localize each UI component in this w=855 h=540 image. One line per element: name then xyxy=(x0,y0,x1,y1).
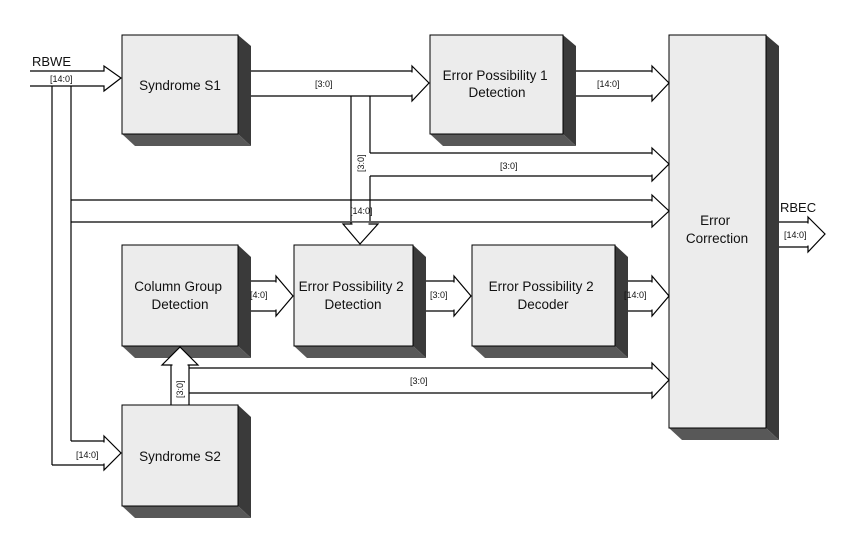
bus-gaps xyxy=(102,72,810,464)
bus-label-rbwe-ec: [14:0] xyxy=(350,206,373,216)
block-ep1-detection: Error Possibility 1 Detection xyxy=(429,34,576,146)
bus-label-s1-ec: [3:0] xyxy=(500,161,518,171)
block-syndrome-s2: Syndrome S2 xyxy=(121,404,251,518)
bus-label-s2-vertical: [3:0] xyxy=(175,380,185,398)
block-ep2-detection-label: Error Possibility 2 Detection xyxy=(299,279,408,312)
bus-label-rbwe-in: [14:0] xyxy=(50,74,73,84)
block-column-group-label: Column Group Detection xyxy=(134,279,226,312)
block-error-correction: Error Correction xyxy=(668,34,779,440)
bus-label-cg-ep2: [4:0] xyxy=(250,290,268,300)
block-ep1-detection-label: Error Possibility 1 Detection xyxy=(443,68,552,100)
bus-lines xyxy=(30,64,808,466)
bus-label-s1-ep1: [3:0] xyxy=(315,79,333,89)
block-syndrome-s2-label: Syndrome S2 xyxy=(139,449,221,464)
bus-label-rbwe-s2: [14:0] xyxy=(76,450,99,460)
block-ep2-decoder: Error Possibility 2 Decoder xyxy=(471,244,628,358)
bus-label-ec-out: [14:0] xyxy=(784,230,807,240)
bus-label-ep2-dec: [3:0] xyxy=(430,290,448,300)
bus-label-ep1-ec: [14:0] xyxy=(597,79,620,89)
signal-rbwe: RBWE xyxy=(32,54,71,69)
block-ep2-detection: Error Possibility 2 Detection xyxy=(293,244,426,358)
block-error-correction-label: Error Correction xyxy=(686,213,748,246)
block-syndrome-s1: Syndrome S1 xyxy=(121,34,251,146)
block-ep2-decoder-label: Error Possibility 2 Decoder xyxy=(489,279,598,312)
block-syndrome-s1-label: Syndrome S1 xyxy=(139,78,221,93)
bus-label-s1-vertical: [3:0] xyxy=(356,154,366,172)
block-column-group-detection: Column Group Detection xyxy=(121,244,251,358)
bus-label-s2-ec: [3:0] xyxy=(410,376,428,386)
signal-rbec: RBEC xyxy=(780,200,816,215)
bus-label-dec-ec: [14:0] xyxy=(624,290,647,300)
